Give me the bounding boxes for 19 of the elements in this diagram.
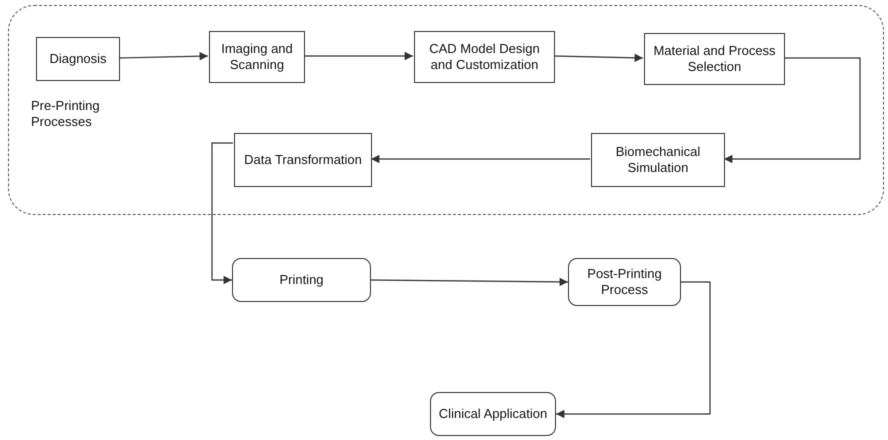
dashed-group-box bbox=[8, 5, 884, 215]
group-label: Pre-Printing Processes bbox=[31, 98, 101, 130]
rounded-process-box: Post-Printing Process bbox=[568, 258, 681, 306]
process-box: Biomechanical Simulation bbox=[591, 133, 725, 187]
process-box: CAD Model Design and Customization bbox=[414, 31, 555, 83]
arrow bbox=[724, 57, 861, 164]
process-box: Imaging and Scanning bbox=[209, 31, 305, 83]
arrow bbox=[118, 52, 208, 60]
process-box: Data Transformation bbox=[234, 133, 372, 187]
arrow bbox=[371, 154, 590, 164]
process-box: Material and Process Selection bbox=[644, 33, 785, 85]
rounded-process-box: Printing bbox=[232, 258, 371, 302]
arrow bbox=[211, 142, 233, 284]
rounded-process-box: Clinical Application bbox=[430, 392, 556, 436]
process-box: Diagnosis bbox=[36, 37, 120, 81]
arrow bbox=[304, 52, 413, 60]
arrow bbox=[371, 278, 568, 286]
arrow bbox=[554, 54, 644, 62]
arrow bbox=[556, 281, 711, 418]
